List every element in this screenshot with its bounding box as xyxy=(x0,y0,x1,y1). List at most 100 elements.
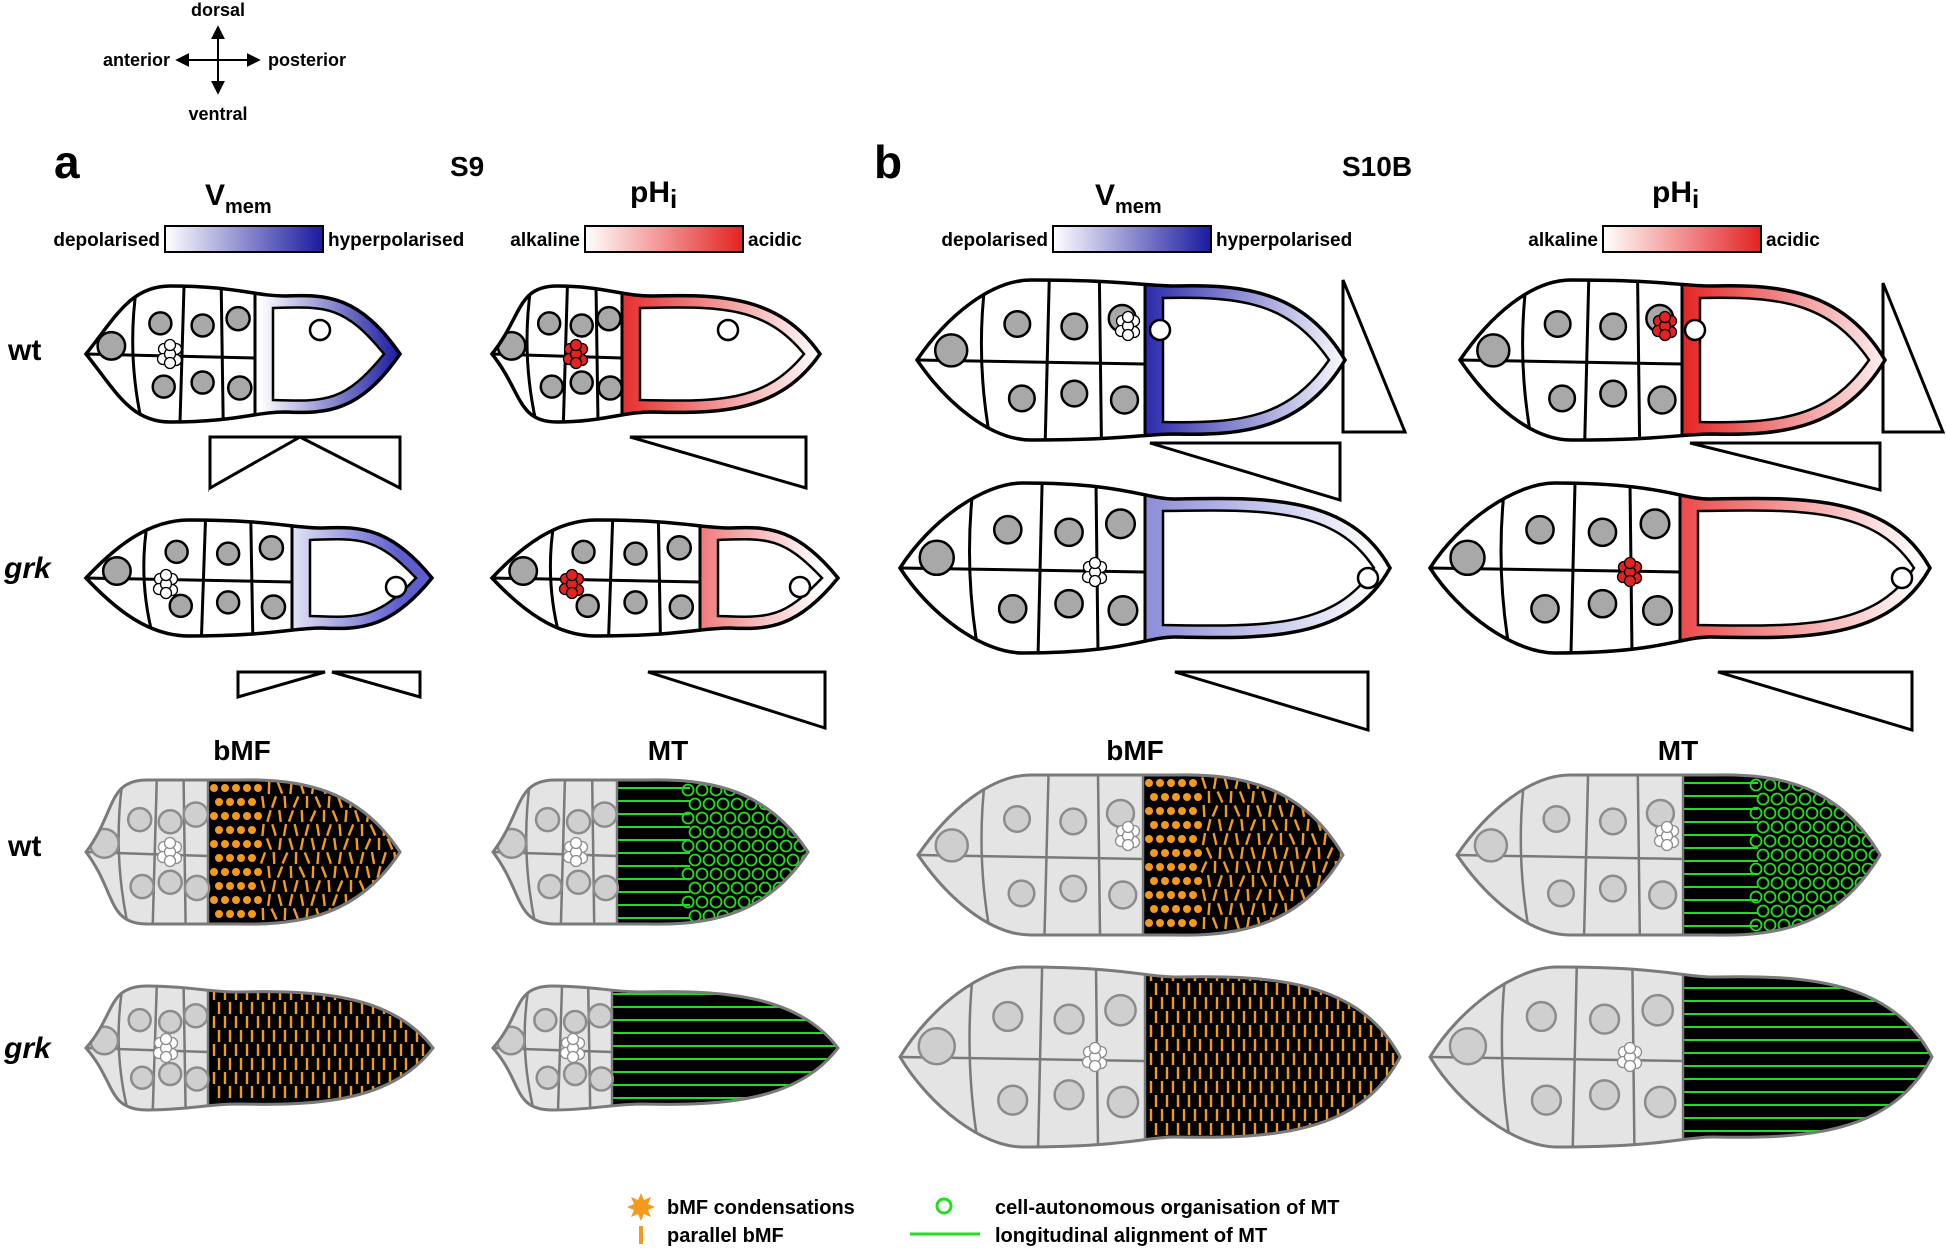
cell-autonomous-mt xyxy=(751,783,765,797)
cell-autonomous-mt xyxy=(1805,862,1819,876)
parallel-bmf xyxy=(1396,1123,1400,1135)
cell-autonomous-mt xyxy=(1763,890,1777,904)
parallel-bmf xyxy=(1238,790,1246,804)
cell-autonomous-mt xyxy=(800,909,808,923)
parallel-bmf xyxy=(1323,916,1327,930)
nurse-cell-nucleus xyxy=(1104,508,1137,540)
cell-autonomous-mt xyxy=(688,797,702,811)
cell-autonomous-mt xyxy=(1819,778,1833,792)
parallel-bmf xyxy=(1308,1067,1312,1079)
parallel-bmf xyxy=(272,1002,276,1014)
parallel-bmf xyxy=(327,1058,331,1070)
bmf-condensation xyxy=(1145,863,1153,871)
parallel-bmf xyxy=(382,1002,386,1014)
border-cell xyxy=(163,338,177,352)
cell-autonomous-mt xyxy=(1756,904,1770,918)
nurse-cell-nucleus xyxy=(183,874,211,902)
cell-autonomous-mt xyxy=(1884,850,1895,861)
nurse-cell-nucleus xyxy=(1525,514,1555,545)
parallel-bmf xyxy=(1319,1039,1323,1051)
parallel-bmf xyxy=(1317,846,1321,860)
parallel-bmf xyxy=(1182,1053,1186,1065)
nurse-cells xyxy=(492,286,624,422)
parallel-bmf xyxy=(349,1086,353,1098)
parallel-bmf xyxy=(1264,1123,1268,1135)
nurse-cell-nucleus xyxy=(536,311,562,336)
parallel-bmf xyxy=(1154,1095,1158,1107)
cell-autonomous-mt xyxy=(709,839,723,853)
parallel-bmf xyxy=(1201,776,1207,790)
parallel-bmf xyxy=(1149,1025,1153,1037)
parallel-bmf xyxy=(1165,1011,1169,1023)
parallel-bmf xyxy=(1319,1011,1323,1023)
border-cell xyxy=(1623,556,1637,570)
parallel-bmf xyxy=(1330,1039,1334,1051)
border-cell xyxy=(569,356,583,370)
bmf-condensation xyxy=(1167,891,1175,899)
nurse-cell-nucleus xyxy=(1107,594,1139,627)
parallel-bmf xyxy=(377,1016,381,1028)
parallel-bmf xyxy=(1374,1011,1378,1023)
parallel-bmf xyxy=(276,781,284,795)
parallel-bmf xyxy=(217,1058,221,1070)
parallel-bmf xyxy=(1277,889,1285,901)
nurse-cell-nucleus xyxy=(571,539,596,565)
parallel-bmf xyxy=(1249,818,1257,832)
cell-autonomous-mt xyxy=(1777,806,1791,820)
cell-autonomous-mt xyxy=(1861,890,1875,904)
bmf-condensation xyxy=(1161,849,1169,857)
parallel-bmf xyxy=(1303,1081,1307,1093)
parallel-bmf xyxy=(371,1030,375,1042)
nurse-cell-nucleus xyxy=(1059,874,1088,903)
parallel-bmf xyxy=(311,865,315,879)
parallel-bmf xyxy=(1224,916,1228,930)
cell-autonomous-mt xyxy=(1756,848,1770,862)
cell-autonomous-mt xyxy=(1798,792,1812,806)
parallel-bmf xyxy=(1325,997,1329,1009)
cell-autonomous-mt xyxy=(1868,792,1880,806)
label-dorsal: dorsal xyxy=(191,0,245,20)
parallel-bmf xyxy=(311,1016,315,1028)
nurse-cell-nucleus xyxy=(260,594,287,620)
parallel-bmf xyxy=(1209,1095,1213,1107)
parallel-bmf xyxy=(256,1016,260,1028)
parallel-bmf xyxy=(271,823,277,837)
cell-autonomous-mt xyxy=(702,825,716,839)
parallel-bmf xyxy=(1215,1053,1219,1065)
cell-autonomous-mt xyxy=(1826,820,1840,834)
bmf-condensation xyxy=(232,840,240,848)
border-cell xyxy=(1623,574,1637,588)
chamber-outline xyxy=(1455,773,1882,937)
parallel-bmf xyxy=(1171,1053,1175,1065)
cell-autonomous-mt xyxy=(1819,918,1833,932)
cell-autonomous-mt xyxy=(786,881,800,895)
nurse-cell-nucleus xyxy=(569,370,594,395)
parallel-bmf xyxy=(1160,1081,1164,1093)
cell-autonomous-mt xyxy=(786,797,800,811)
bmf-condensation xyxy=(226,854,234,862)
phi-left-label: alkaline xyxy=(510,230,580,251)
cell-autonomous-mt xyxy=(1884,878,1895,889)
parallel-bmf xyxy=(1226,1081,1230,1093)
parallel-bmf xyxy=(349,880,353,892)
parallel-bmf xyxy=(1358,997,1362,1009)
bmf-condensation xyxy=(248,854,256,862)
parallel-bmf xyxy=(1231,983,1235,995)
parallel-bmf xyxy=(1319,1095,1323,1107)
parallel-bmf xyxy=(1248,1053,1252,1065)
border-cell xyxy=(566,1050,580,1064)
parallel-bmf xyxy=(1292,1081,1296,1093)
parallel-bmf xyxy=(289,1072,293,1084)
nurse-cell-nucleus xyxy=(1587,517,1618,548)
parallel-bmf xyxy=(399,1044,403,1056)
parallel-bmf xyxy=(1209,983,1213,995)
cell-autonomous-mt xyxy=(1798,904,1812,918)
parallel-bmf xyxy=(292,796,300,808)
nurse-cell-nucleus xyxy=(157,808,183,835)
parallel-bmf xyxy=(1154,1039,1158,1051)
oocyte xyxy=(638,306,806,402)
parallel-bmf xyxy=(1242,1011,1246,1023)
parallel-bmf xyxy=(1267,804,1273,818)
parallel-bmf xyxy=(1297,1011,1301,1023)
parallel-bmf xyxy=(223,1044,227,1056)
